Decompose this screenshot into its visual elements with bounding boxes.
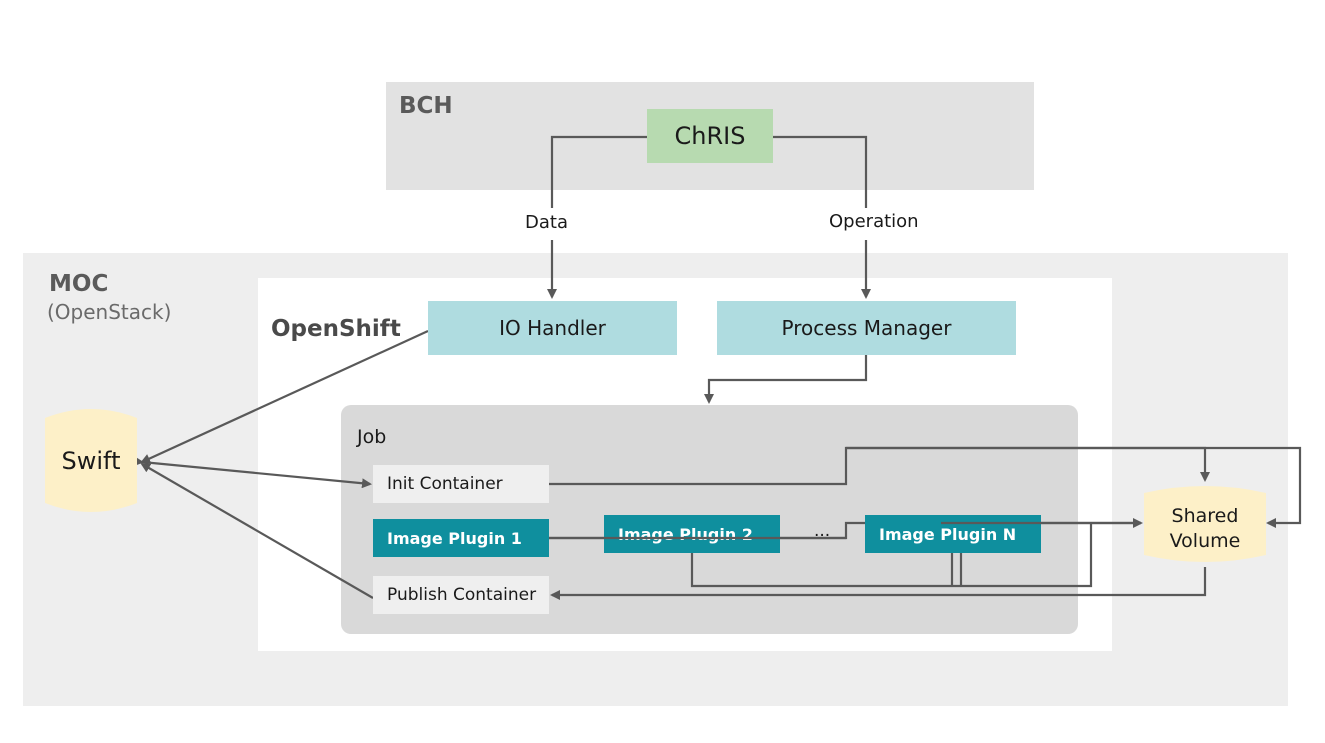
chris-to-pm-line (773, 135, 868, 208)
swift-storage-icon: Swift (45, 404, 137, 517)
operation-edge-label: Operation (825, 211, 923, 232)
openshift-title: OpenShift (271, 316, 401, 342)
shared-to-publish-arrow (550, 567, 1207, 600)
shared-volume-icon: Shared Volume (1144, 483, 1266, 565)
moc-subtitle: (OpenStack) (47, 300, 172, 324)
publish-to-swift-arrow (140, 462, 374, 599)
image-plugin-1-node: Image Plugin 1 (373, 519, 549, 557)
io-to-swift-arrow (140, 329, 429, 464)
shared-volume-label: Shared Volume (1144, 504, 1266, 554)
shared-loop-arrow (846, 446, 1302, 528)
init-container-node: Init Container (373, 465, 549, 503)
pm-to-job-arrow (704, 355, 868, 404)
image-plugin-n-node: Image Plugin N (865, 515, 1041, 553)
ellipsis-label: ... (814, 521, 831, 541)
io-handler-node: IO Handler (428, 301, 677, 355)
swift-label: Swift (61, 446, 121, 475)
chris-to-io-line (550, 135, 647, 208)
moc-title: MOC (49, 271, 109, 297)
data-edge-label: Data (521, 212, 572, 233)
publish-container-node: Publish Container (373, 576, 549, 614)
job-title: Job (357, 426, 387, 448)
shared-volume-label-line2: Volume (1169, 530, 1241, 552)
bch-title: BCH (399, 93, 453, 119)
plugin2-output-line (690, 523, 1093, 588)
chris-node: ChRIS (647, 109, 773, 163)
shared-volume-label-line1: Shared (1171, 505, 1239, 527)
process-manager-node: Process Manager (717, 301, 1016, 355)
swift-init-arrow (133, 456, 372, 489)
